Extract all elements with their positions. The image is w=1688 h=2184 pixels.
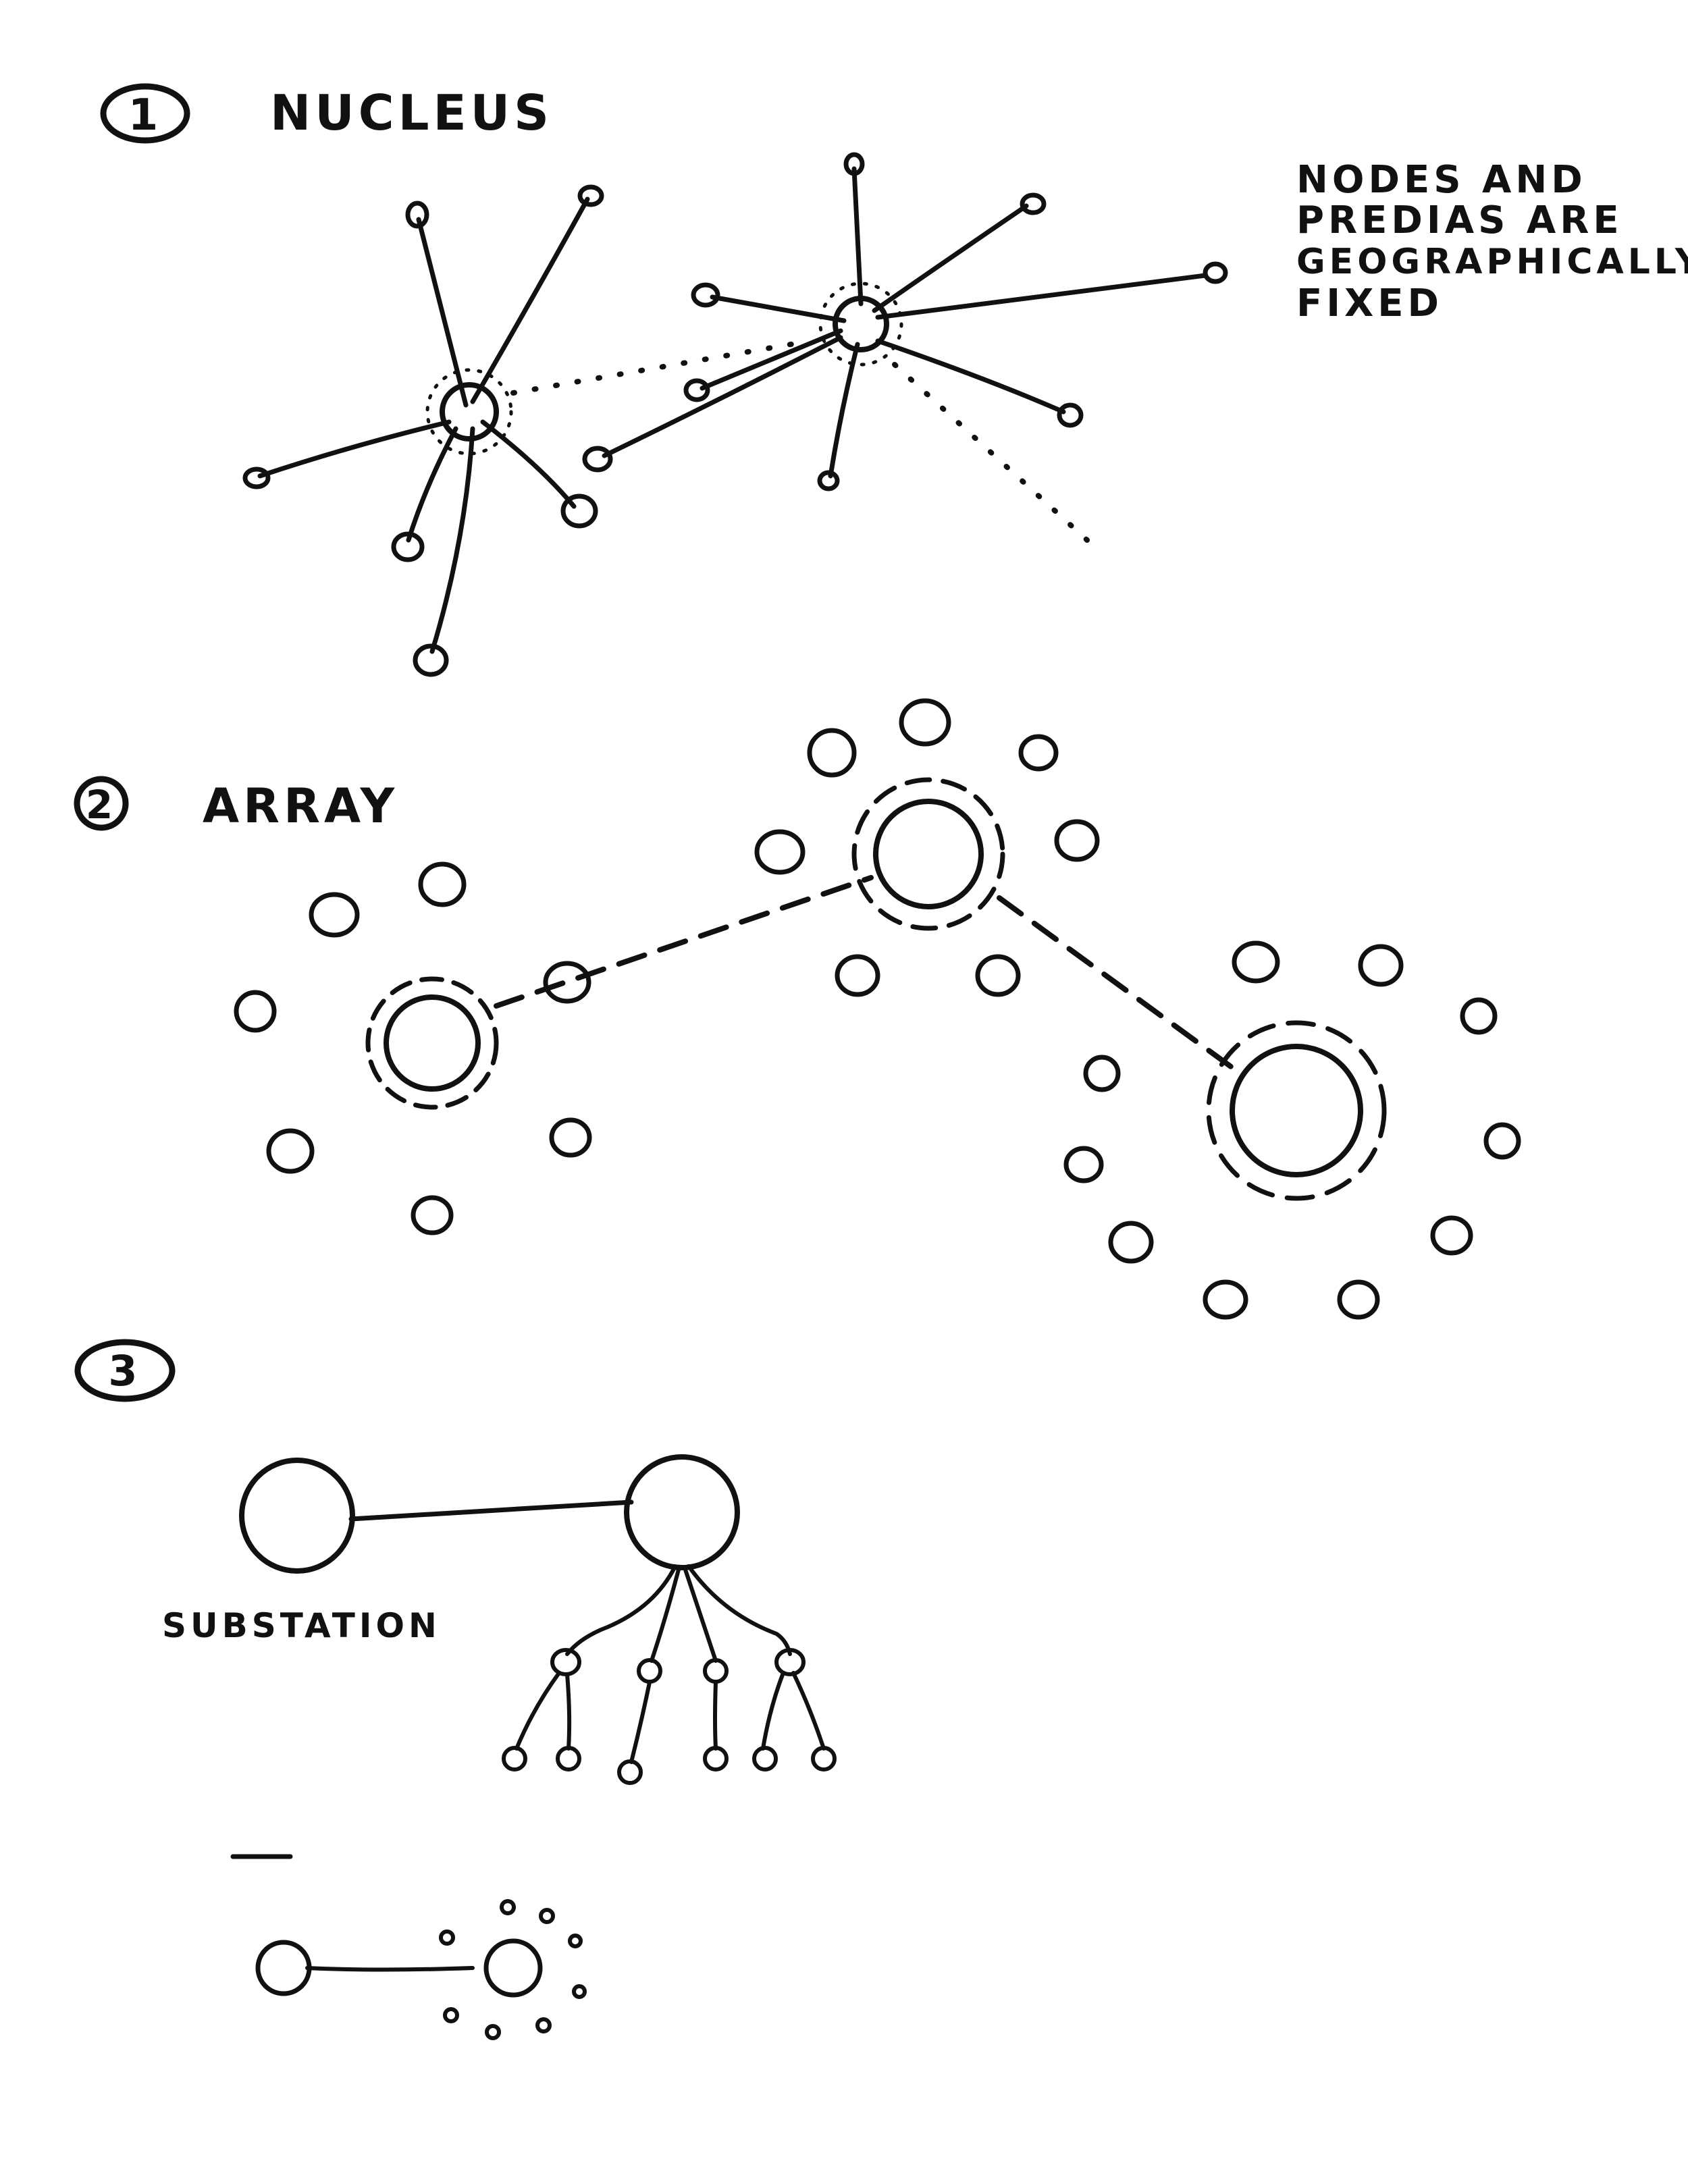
note-line-1: NODES AND	[1296, 158, 1587, 202]
section-1-number-badge: 1	[100, 83, 190, 144]
nucleus-note: NODES AND PREDIAS ARE GEOGRAPHICALLY FIX…	[1296, 158, 1688, 325]
section-3-number: 3	[108, 1346, 141, 1395]
section-3: 3 SUBSTATION	[74, 1339, 837, 2040]
array-hub-c	[1063, 940, 1521, 1320]
note-line-3: GEOGRAPHICALLY	[1296, 242, 1688, 282]
substation-label: SUBSTATION	[162, 1606, 441, 1645]
section-2-number-badge: 2	[74, 776, 129, 831]
substation-tree: SUBSTATION	[162, 1454, 837, 1785]
array-hub-a	[234, 861, 592, 1235]
array-hub-b	[754, 698, 1100, 997]
note-line-4: FIXED	[1296, 282, 1443, 325]
nucleus-b	[582, 152, 1228, 491]
substation-cluster	[255, 1899, 587, 2040]
nucleus-a	[242, 184, 604, 677]
section-1-title: NUCLEUS	[270, 84, 553, 141]
section-3-number-badge: 3	[74, 1339, 176, 1402]
section-2-number: 2	[86, 782, 117, 828]
section-1: 1 NUCLEUS	[100, 83, 1688, 677]
section-2-title: ARRAY	[203, 778, 398, 834]
section-2: 2 ARRAY	[74, 698, 1521, 1320]
section-1-number: 1	[128, 90, 163, 140]
note-line-2: PREDIAS ARE	[1296, 198, 1623, 242]
